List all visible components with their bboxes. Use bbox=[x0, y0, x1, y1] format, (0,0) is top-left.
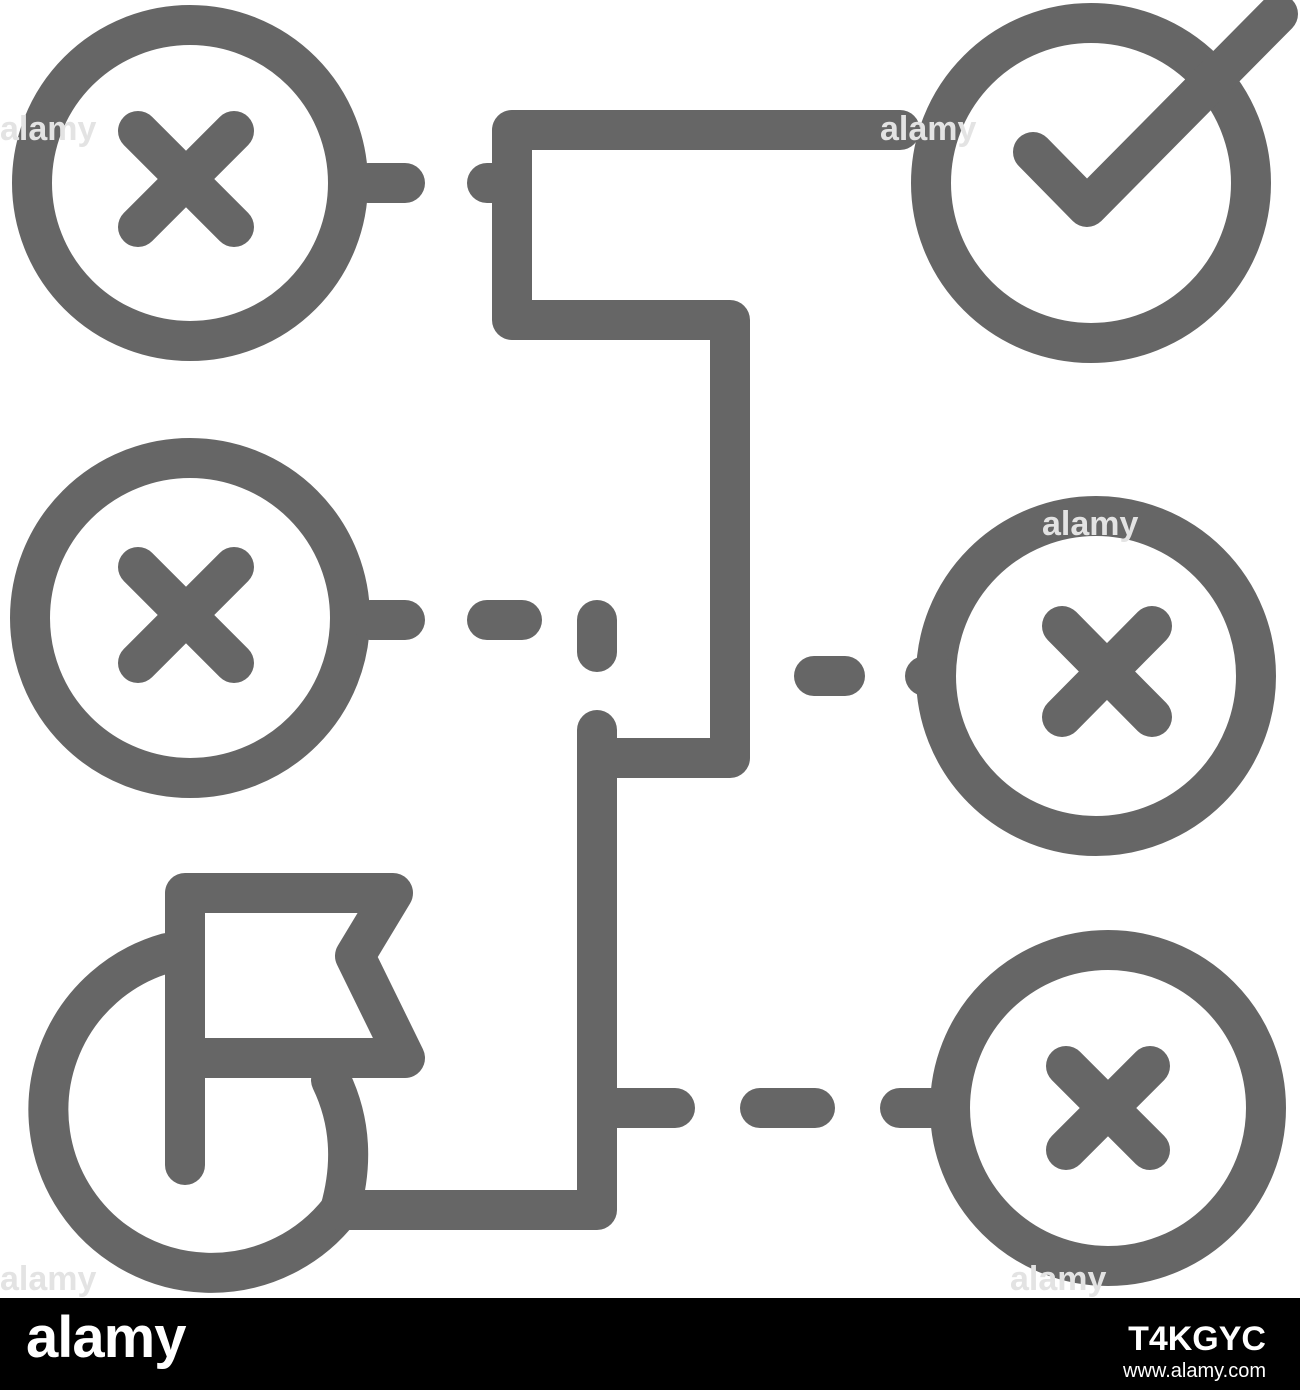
check-icon bbox=[1013, 0, 1298, 227]
watermark-text-2: alamy bbox=[0, 110, 96, 148]
top-right-option-circle bbox=[911, 3, 1271, 363]
decision-path-icon: alamy alamy alamy alamy alamy bbox=[0, 0, 1298, 1298]
middle-left-cross-icon bbox=[118, 547, 254, 683]
bottom-right-cross-icon bbox=[1046, 1046, 1170, 1170]
icon-strokes bbox=[10, 0, 1298, 1293]
watermark-text-5: alamy bbox=[1010, 1260, 1106, 1298]
flag-icon bbox=[165, 873, 425, 1185]
start-circle bbox=[28, 933, 360, 1293]
middle-left-dash bbox=[350, 600, 617, 672]
image-id: T4KGYC bbox=[1128, 1320, 1266, 1358]
alamy-logo: alamy bbox=[26, 1305, 186, 1370]
route-line-upper bbox=[492, 110, 920, 778]
middle-left-option-circle bbox=[10, 438, 370, 798]
watermark-text-4: alamy bbox=[0, 1260, 96, 1298]
watermark: alamy alamy alamy alamy alamy bbox=[0, 110, 1138, 1298]
footer-bar: alamy T4KGYC www.alamy.com bbox=[0, 1298, 1300, 1390]
middle-right-cross-icon bbox=[1042, 606, 1172, 737]
route-line bbox=[320, 710, 617, 1230]
watermark-text-3: alamy bbox=[880, 110, 976, 148]
top-left-cross-icon bbox=[118, 111, 254, 247]
watermark-text-1: alamy bbox=[1042, 505, 1138, 543]
site-url: www.alamy.com bbox=[1123, 1360, 1266, 1382]
icon-canvas: alamy alamy alamy alamy alamy bbox=[0, 0, 1298, 1298]
